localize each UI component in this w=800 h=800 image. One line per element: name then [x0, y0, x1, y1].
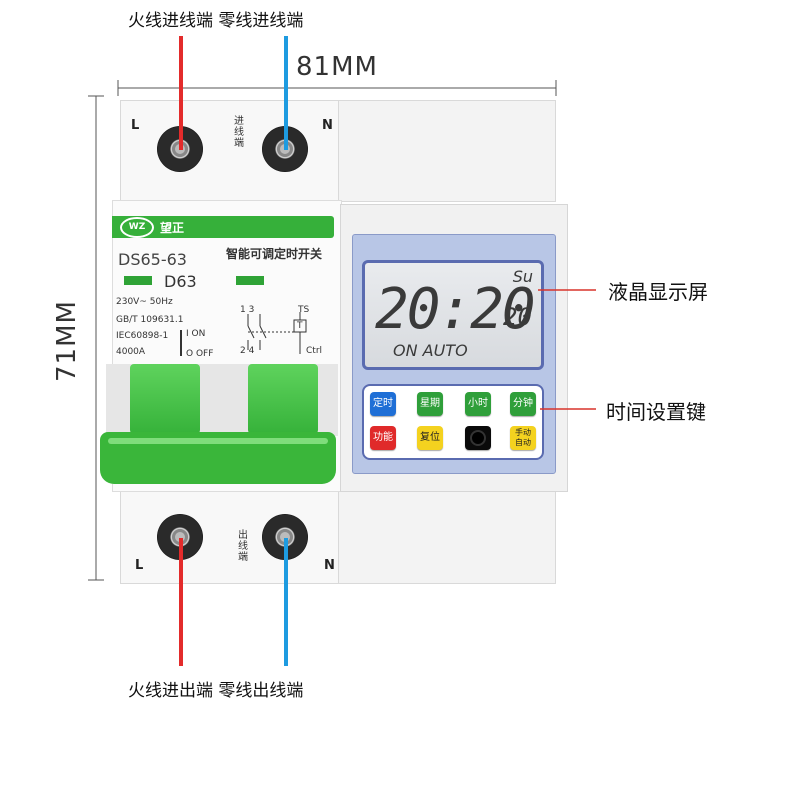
bottom-right-terminal-letter: N: [324, 558, 335, 573]
model-number: DS65-63: [118, 250, 187, 269]
black-round-key[interactable]: [465, 426, 491, 450]
lcd-weekday: Su: [512, 267, 533, 286]
ctrl-marking: Ctrl: [306, 346, 323, 356]
voltage-rating: 230V~ 50Hz: [116, 297, 173, 307]
bottom-right-cover: [338, 490, 556, 584]
week-key[interactable]: 星期: [417, 392, 443, 416]
brand-bar: WZ 望正: [112, 216, 334, 238]
lcd-callout-label: 液晶显示屏: [608, 280, 708, 304]
timer-key[interactable]: 定时: [370, 392, 396, 416]
round-button-icon: [470, 430, 486, 446]
current-rating: D63: [164, 272, 197, 291]
pole-numbers-top: 1 3: [240, 305, 255, 315]
lcd-mode: ON AUTO: [393, 341, 468, 360]
handle-highlight: [108, 438, 328, 444]
ts-marking: TS: [298, 305, 310, 315]
lcd-seconds: 20: [503, 303, 532, 331]
pole-numbers-bottom: 2 4: [240, 346, 255, 356]
brand-logo: WZ: [120, 216, 154, 238]
standard-gb: GB/T 109631.1: [116, 315, 184, 325]
on-marking: I ON: [186, 329, 206, 339]
t-marking: T: [297, 321, 303, 331]
top-left-terminal-letter: L: [131, 118, 140, 133]
keys-callout-label: 时间设置键: [606, 400, 706, 424]
indicator-bar-left: [124, 276, 152, 285]
lcd-time: 20:20: [375, 277, 536, 342]
manual-auto-key[interactable]: 手动 自动: [510, 426, 536, 450]
top-right-terminal-letter: N: [322, 118, 333, 133]
hour-key[interactable]: 小时: [465, 392, 491, 416]
bottom-caption: 火线进出端 零线出线端: [128, 681, 304, 701]
bottom-left-terminal-letter: L: [135, 558, 144, 573]
standard-iec: IEC60898-1: [116, 331, 169, 341]
right-handle[interactable]: [248, 364, 318, 434]
breaking-capacity: 4000A: [116, 347, 146, 357]
left-handle[interactable]: [130, 364, 200, 434]
brand-name: 望正: [160, 220, 185, 235]
indicator-bar-right: [236, 276, 264, 285]
lcd-screen: Su 20:20 20 ON AUTO: [362, 260, 544, 370]
product-name: 智能可调定时开关: [226, 247, 323, 261]
bottom-right-screw-terminal[interactable]: [262, 514, 308, 560]
inlet-side-text: 进线端: [234, 116, 244, 149]
circuit-symbol: [247, 312, 307, 354]
outlet-side-text: 出线端: [238, 530, 248, 563]
minute-key[interactable]: 分钟: [510, 392, 536, 416]
top-right-cover: [338, 100, 556, 202]
function-key[interactable]: 功能: [370, 426, 396, 450]
width-dimension-label: 81MM: [296, 52, 378, 82]
off-marking: O OFF: [186, 349, 214, 359]
reset-key[interactable]: 复位: [417, 426, 443, 450]
on-off-arrow: [180, 330, 182, 356]
top-caption: 火线进线端 零线进线端: [128, 11, 304, 31]
